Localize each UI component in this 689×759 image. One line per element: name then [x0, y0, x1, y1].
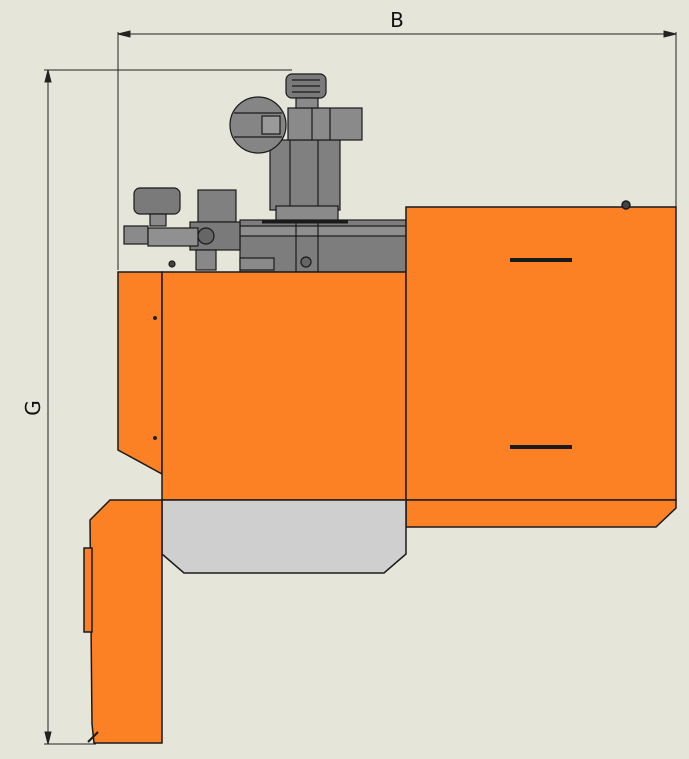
fan-disk	[229, 96, 287, 154]
right-panel	[405, 206, 677, 501]
pipe-horizontal	[147, 227, 199, 247]
top-screw	[621, 200, 631, 210]
central-panel	[161, 271, 407, 501]
fitting	[239, 257, 275, 271]
dimension-b	[117, 30, 677, 270]
right-bottom-strip	[405, 499, 677, 528]
column-base	[275, 205, 339, 221]
pipe-end-left	[123, 225, 149, 245]
bleed-screw	[168, 260, 176, 268]
bolt	[300, 256, 312, 268]
upper-block	[287, 107, 363, 141]
panel-screw	[153, 436, 157, 440]
left-side-panel	[117, 271, 163, 476]
housing	[83, 200, 677, 744]
valve-block	[197, 189, 237, 223]
dimension-g-label: G	[21, 400, 45, 416]
lower-left-panel	[89, 499, 163, 744]
machine-body-band	[239, 225, 407, 237]
dimension-b-label: B	[390, 8, 404, 32]
dimension-g	[44, 69, 292, 745]
foot-pin	[87, 731, 99, 743]
side-flap	[83, 547, 93, 633]
fan-hub	[261, 115, 281, 135]
valve-foot	[195, 249, 217, 271]
gray-tray	[161, 499, 407, 574]
burner-machinery	[123, 73, 407, 273]
arrowhead-left	[117, 30, 131, 38]
motor-column	[269, 139, 341, 211]
cap-neck	[295, 97, 319, 109]
arrowhead-bottom	[44, 731, 52, 745]
actuator-head	[133, 187, 181, 215]
actuator-neck	[149, 213, 167, 227]
panel-screw	[153, 316, 157, 320]
arrowhead-top	[44, 69, 52, 83]
valve-knob	[197, 227, 215, 245]
arrowhead-right	[663, 30, 677, 38]
